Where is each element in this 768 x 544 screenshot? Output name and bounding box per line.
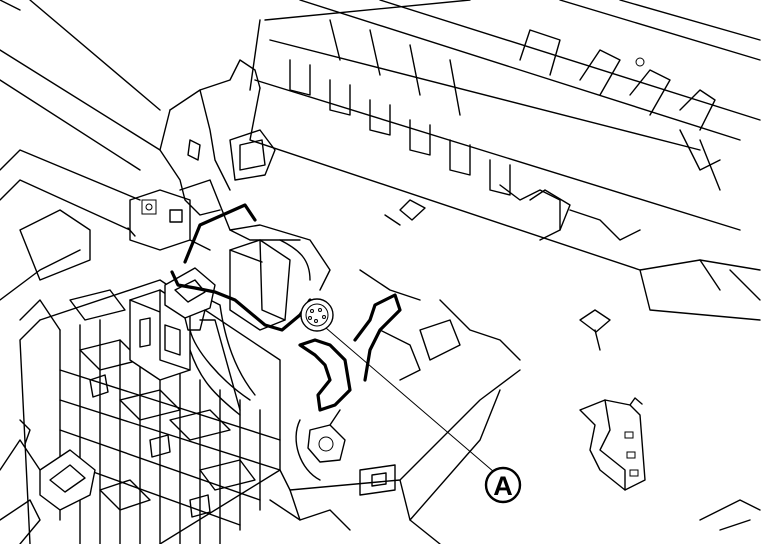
- callout-a: A: [325, 327, 522, 504]
- callout-a-leader-line: [325, 327, 495, 473]
- bottom-left-connector: [0, 419, 151, 544]
- callout-a-circle: [484, 466, 522, 504]
- left-bracket: [127, 59, 276, 251]
- fuse-block: [19, 279, 281, 544]
- right-bracket: [579, 397, 646, 491]
- left-panel: [0, 0, 161, 331]
- center-harness: [129, 179, 402, 496]
- callout-a-label: A: [493, 471, 513, 501]
- floor-tunnel: [269, 269, 761, 544]
- upper-dash-bracket: [249, 0, 761, 351]
